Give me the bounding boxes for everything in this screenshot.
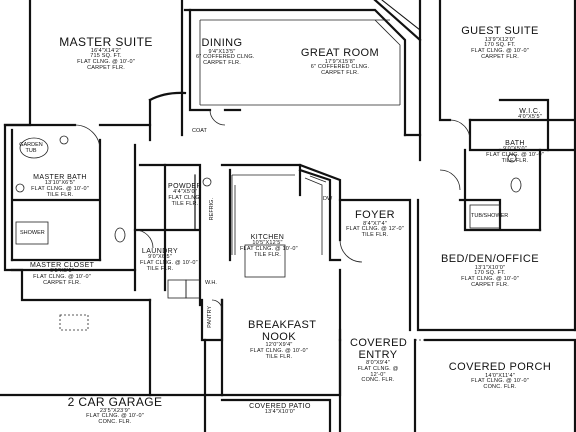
room-name: BATH (505, 140, 525, 147)
room-floor: TILE FLR. (254, 251, 281, 258)
room-name: W.I.C. (519, 108, 541, 115)
room-floor: TILE FLR. (171, 200, 199, 207)
room-dining: DINING 9'4"X13'5" 6" COFFERED CLNG. CARP… (196, 37, 255, 67)
room-dims: 16'4"X14'2" (90, 47, 122, 54)
room-dims: 8'4"X7'4" (363, 220, 387, 227)
room-powder: POWDER 4'4"X5'0" FLAT CLNG. TILE FLR. (168, 183, 202, 208)
room-ceiling: FLAT CLNG. @ 10'-0" (471, 378, 529, 385)
room-name: COVERED PORCH (448, 361, 552, 373)
room-floor: CONC. FLR. (98, 419, 132, 426)
tag-wh: W.H. (205, 280, 217, 286)
room-name: COVERED ENTRY (350, 337, 408, 361)
room-dims: 13'10"X6'5" (44, 180, 76, 187)
room-dims: 9'5"X5'5" (50, 268, 74, 275)
room-dims: 13'1"X10'0" (474, 264, 506, 271)
room-ceiling: FLAT CLNG. @ 12'-0" (357, 365, 399, 378)
room-wic: W.I.C. 4'0"X5'5" (510, 108, 550, 121)
room-dims: 13'9"X12'0" (484, 36, 516, 43)
room-bed-den-office: BED/DEN/OFFICE 13'1"X10'0" 170 SQ. FT. F… (430, 253, 550, 289)
room-ceiling: FLAT CLNG. @ 10'-0" (31, 186, 89, 193)
room-ceiling: FLAT CLNG. @ 10'-0" (461, 276, 519, 283)
tag-dw: DW (323, 196, 333, 202)
room-floor: CARPET FLR. (203, 60, 241, 67)
room-floor: CARPET FLR. (471, 281, 509, 288)
room-great-room: GREAT ROOM 17'9"X15'8" 6" COFFERED CLNG.… (290, 47, 390, 77)
room-ceiling: FLAT CLNG. @ 10'-0" (33, 274, 91, 281)
room-kitchen: KITCHEN 10'5"X12'5" FLAT CLNG. @ 10'-0" … (240, 234, 298, 259)
room-ceiling: FLAT CLNG. @ 10'-0" (86, 413, 144, 420)
room-name: COVERED PATIO (249, 403, 311, 410)
room-name: LAUNDRY (141, 248, 179, 255)
room-bath: BATH 9'0"X5'0" FLAT CLNG. @ 10'-0" TILE … (485, 140, 545, 165)
room-floor: TILE FLR. (146, 265, 174, 272)
room-foyer: FOYER 8'4"X7'4" FLAT CLNG. @ 12'-0" TILE… (345, 209, 405, 239)
room-dims: 12'0"X9'4" (265, 342, 293, 349)
room-floor: TILE FLR. (265, 353, 293, 360)
room-covered-patio: COVERED PATIO 13'4"X10'0" (240, 403, 320, 416)
room-covered-porch: COVERED PORCH 14'0"X11'4" FLAT CLNG. @ 1… (430, 361, 570, 391)
room-dims: 4'4"X5'0" (173, 189, 197, 196)
room-dims: 9'0"X6'5" (148, 254, 172, 261)
room-name: MASTER SUITE (59, 35, 153, 49)
room-floor: CARPET FLR. (43, 279, 81, 286)
room-ceiling: FLAT CLNG. @ 10'-0" (486, 152, 544, 159)
room-master-closet: MASTER CLOSET 9'5"X5'5" FLAT CLNG. @ 10'… (30, 262, 94, 287)
room-ceiling: FLAT CLNG. @ 10'-0" (250, 347, 308, 354)
room-floor: TILE FLR. (501, 157, 529, 164)
tag-pantry: PANTRY (207, 306, 213, 328)
room-dims: 4'0"X5'5" (518, 114, 542, 121)
room-covered-entry: COVERED ENTRY 8'0"X9'4" FLAT CLNG. @ 12'… (350, 337, 408, 384)
room-master-suite: MASTER SUITE 16'4"X14'2" 715 SQ. FT. FLA… (58, 36, 154, 72)
room-area: 715 SQ. FT. (90, 53, 122, 60)
room-name: DINING (201, 37, 243, 49)
room-ceiling: FLAT CLNG. @ 10'-0" (471, 48, 529, 55)
tag-shower: SHOWER (20, 230, 45, 236)
room-name: BED/DEN/OFFICE (441, 253, 539, 265)
room-ceiling: FLAT CLNG. (168, 195, 202, 202)
room-ceiling: FLAT CLNG. @ 12'-0" (346, 226, 404, 233)
room-area: 170 SQ. FT. (474, 270, 506, 277)
room-ceiling: FLAT CLNG. @ 10'-0" (140, 260, 198, 267)
room-laundry: LAUNDRY 9'0"X6'5" FLAT CLNG. @ 10'-0" TI… (140, 248, 198, 273)
room-dims: 13'4"X10'0" (264, 409, 296, 416)
room-area: 170 SQ. FT. (484, 42, 516, 49)
tag-tub-shower: TUB/SHOWER (471, 213, 509, 219)
room-breakfast-nook: BREAKFAST NOOK 12'0"X9'4" FLAT CLNG. @ 1… (248, 319, 317, 360)
tag-coat: COAT (192, 128, 207, 134)
room-name: MASTER BATH (33, 174, 87, 181)
room-dims: 10'5"X12'5" (252, 240, 283, 247)
room-ceiling: 6" COFFERED CLNG. (310, 64, 370, 71)
room-name: 2 CAR GARAGE (67, 395, 163, 409)
room-name: KITCHEN (250, 234, 285, 241)
room-name: BREAKFAST NOOK (248, 319, 317, 343)
room-dims: 17'9"X15'8" (324, 58, 356, 65)
room-name: MASTER CLOSET (30, 262, 95, 269)
room-floor: CARPET FLR. (481, 53, 519, 60)
room-name: POWDER (168, 183, 202, 190)
room-floor: CARPET FLR. (321, 70, 359, 77)
room-dims: 8'0"X9'4" (366, 360, 390, 367)
room-ceiling: FLAT CLNG. @ 10'-0" (240, 246, 298, 253)
room-name: GREAT ROOM (300, 47, 380, 59)
room-name: FOYER (355, 209, 395, 221)
tag-garden-tub: GARDEN TUB (19, 142, 43, 154)
room-floor: TILE FLR. (361, 232, 389, 239)
room-floor: CONC. FLR. (361, 377, 395, 384)
room-floor: CARPET FLR. (87, 64, 125, 71)
room-ceiling: FLAT CLNG. @ 10'-0" (77, 59, 135, 66)
room-floor: CONC. FLR. (483, 384, 517, 391)
room-dims: 14'0"X11'4" (485, 372, 515, 379)
room-dims: 9'4"X13'5" (208, 48, 236, 55)
room-garage: 2 CAR GARAGE 23'5"X23'9" FLAT CLNG. @ 10… (60, 396, 170, 426)
room-dims: 9'0"X5'0" (503, 146, 527, 153)
room-guest-suite: GUEST SUITE 13'9"X12'0" 170 SQ. FT. FLAT… (450, 25, 550, 61)
tag-refrig: REFRIG. (209, 198, 215, 221)
room-master-bath: MASTER BATH 13'10"X6'5" FLAT CLNG. @ 10'… (30, 174, 90, 199)
room-floor: TILE FLR. (46, 191, 74, 198)
room-ceiling: 6" COFFERED CLNG. (196, 54, 255, 61)
room-dims: 23'5"X23'9" (99, 407, 131, 414)
room-name: GUEST SUITE (461, 25, 539, 37)
